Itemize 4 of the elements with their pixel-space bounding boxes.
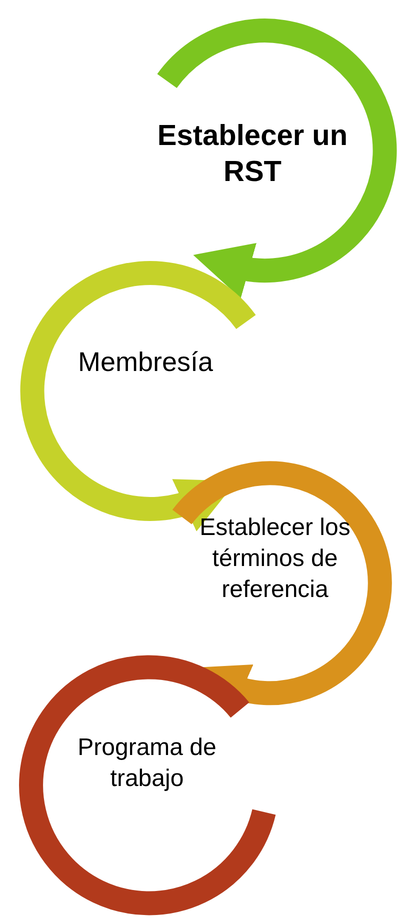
step-label: Establecer los términos de referencia	[198, 513, 352, 606]
step-label: Membresía	[78, 346, 214, 379]
step-label: Programa de trabajo	[76, 733, 218, 794]
step-label: Establecer un RST	[156, 119, 349, 190]
